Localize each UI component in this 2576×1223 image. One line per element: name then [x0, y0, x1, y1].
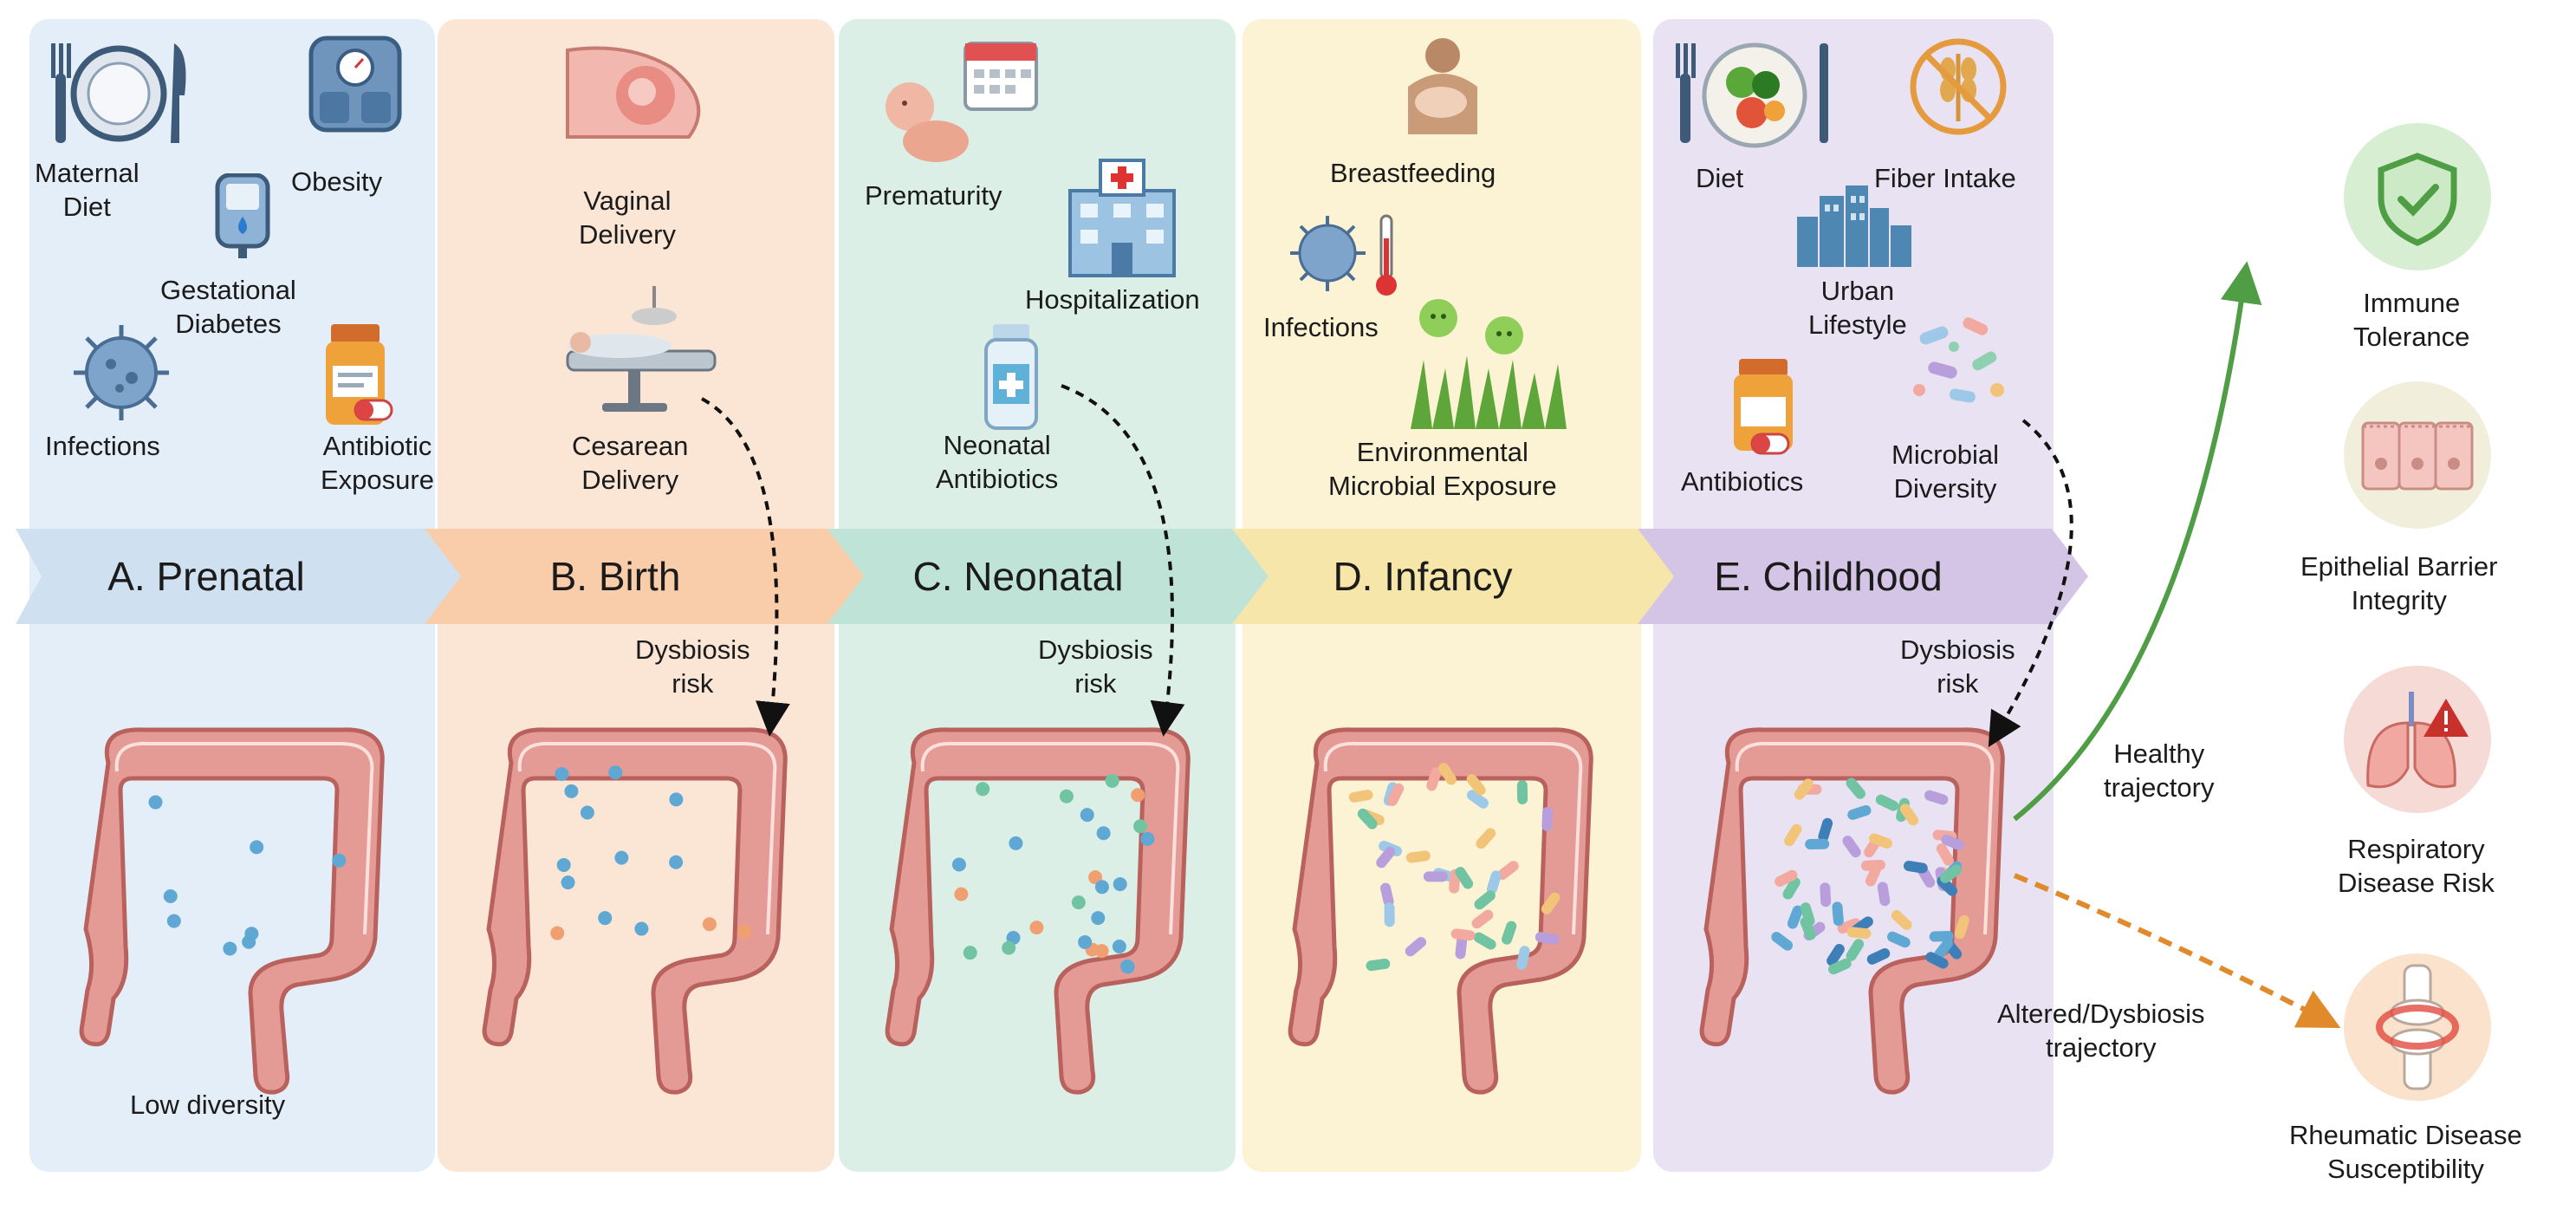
low-diversity-label: Low diversity: [130, 1090, 286, 1120]
plate-cutlery-icon: [48, 35, 191, 156]
childhood-antibiotic-icon: [1729, 355, 1798, 455]
grass-microbes-icon: [1402, 290, 1575, 429]
scale-icon: [308, 35, 403, 134]
childhood-pill-icon: [1750, 431, 1790, 457]
antibiotics-label: Antibiotics: [1681, 466, 1804, 497]
obesity-label: Obesity: [291, 166, 383, 197]
rheumatic-circle: [2344, 953, 2491, 1101]
stage-chevron-b: B. Birth: [425, 529, 875, 624]
virus-icon: [69, 321, 173, 425]
stage-label-b: B. Birth: [549, 554, 681, 599]
epithelial-circle: [2344, 381, 2491, 529]
baby-icon: [875, 74, 970, 169]
joint-icon: [2376, 964, 2459, 1090]
stage-label-d: D. Infancy: [1333, 554, 1513, 599]
fiber-intake-label: Fiber Intake: [1874, 163, 2016, 193]
breastfeeding-label: Breastfeeding: [1330, 158, 1496, 188]
stage-label-a: A. Prenatal: [107, 554, 305, 599]
thermometer-icon: [1373, 212, 1399, 299]
microbes-cluster-icon: [1902, 303, 2023, 425]
no-gluten-icon: [1906, 35, 2010, 139]
diet-label: Diet: [1696, 163, 1744, 193]
stage-chevron-e: E. Childhood: [1638, 529, 2088, 624]
infancy-virus-icon: [1287, 212, 1369, 295]
prematurity-label: Prematurity: [865, 180, 1002, 211]
fetus-womb-icon: [559, 42, 715, 146]
immune-tolerance-circle: [2344, 123, 2491, 270]
breastfeeding-icon: [1382, 35, 1486, 139]
stage-chevron-c: C. Neonatal: [827, 529, 1278, 624]
hospital-icon: [1061, 156, 1183, 277]
vial-icon: [981, 321, 1041, 433]
shield-check-icon: [2378, 153, 2457, 246]
city-skyline-icon: [1794, 182, 1915, 269]
pill-icon: [354, 397, 393, 423]
lungs-icon: [2366, 692, 2469, 789]
glucose-meter-icon: [212, 173, 273, 260]
healthy-plate-icon: [1672, 35, 1837, 156]
stage-chevron-d: D. Infancy: [1232, 529, 1683, 624]
hospitalization-label: Hospitalization: [1025, 284, 1200, 315]
infancy-infections-label: Infections: [1263, 312, 1379, 342]
calendar-icon: [962, 35, 1040, 113]
surgical-bed-icon: [559, 282, 723, 420]
prenatal-infections-label: Infections: [45, 431, 160, 461]
stage-label-c: C. Neonatal: [912, 554, 1124, 599]
epithelial-cells-icon: [2361, 421, 2474, 491]
stage-chevron-a: A. Prenatal: [16, 529, 466, 624]
stage-label-e: E. Childhood: [1714, 554, 1943, 599]
respiratory-circle: [2344, 666, 2491, 813]
